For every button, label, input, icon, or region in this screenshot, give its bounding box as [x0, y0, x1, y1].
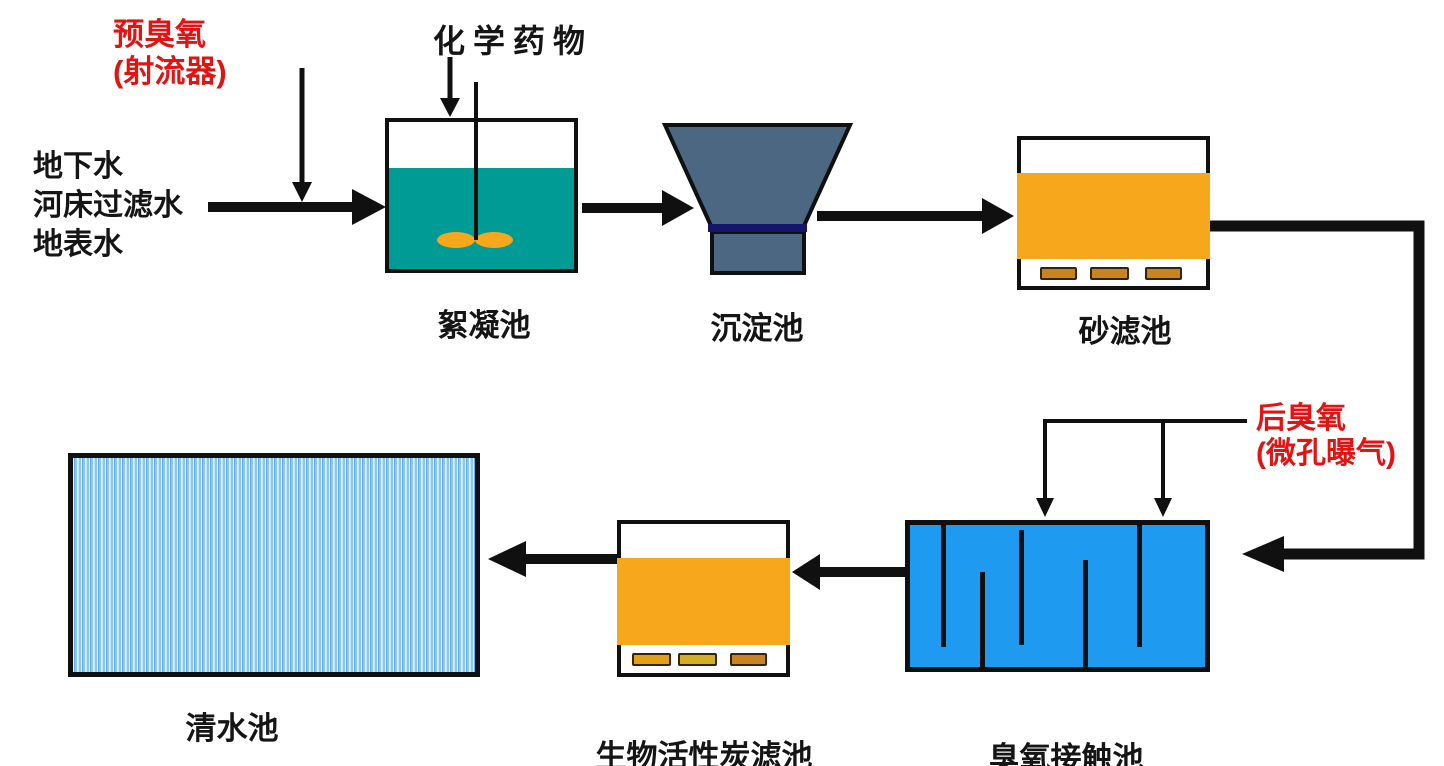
pre-ozone-arrow — [292, 68, 312, 202]
ozone-baffle — [1137, 525, 1142, 647]
bac-filter-label: 生物活性炭滤池 — [595, 739, 813, 766]
filter-nozzle — [1090, 267, 1129, 280]
sedimentation-tank — [661, 123, 854, 275]
filter-nozzle — [730, 653, 767, 666]
sand-to-ozone-elbow-arrow — [1210, 220, 1425, 572]
sand-media — [1017, 173, 1210, 259]
flocculation-tank — [385, 118, 578, 273]
post-ozone-label: 后臭氧 (微孔曝气) — [1256, 401, 1396, 471]
filter-nozzle — [632, 653, 671, 666]
bac-to-clear-arrow — [488, 541, 617, 577]
ozone-to-bac-arrow — [792, 554, 905, 590]
bac-media — [617, 558, 790, 645]
ozone-contact-tank — [905, 520, 1210, 672]
sed-to-sand-arrow — [817, 198, 1014, 234]
ozone-baffle — [1019, 530, 1024, 645]
pre-ozone-line2: (射流器) — [113, 54, 227, 89]
chemical-label: 化学药物 — [433, 23, 594, 59]
inlet-arrow — [208, 189, 386, 225]
ozone-baffle — [980, 572, 985, 667]
clear-water-label: 清水池 — [185, 711, 279, 746]
pre-ozone-label: 预臭氧 (射流器) — [113, 16, 227, 90]
mixer-impeller-right — [475, 232, 513, 248]
sand-filter-tank — [1017, 136, 1210, 290]
ozone-contact-label: 臭氧接触池 — [988, 741, 1144, 766]
source-line-3: 地表水 — [33, 228, 123, 261]
sand-filter-label: 砂滤池 — [1078, 314, 1172, 349]
ozone-baffle — [1083, 560, 1088, 667]
filter-nozzle — [678, 653, 717, 666]
post-ozone-line1: 后臭氧 — [1256, 402, 1346, 435]
chemical-arrow — [440, 57, 460, 117]
source-line-1: 地下水 — [33, 150, 123, 183]
sedimentation-band — [708, 224, 807, 232]
post-ozone-line — [1036, 419, 1247, 517]
sedimentation-label: 沉淀池 — [710, 311, 804, 346]
ozone-baffle — [941, 525, 946, 647]
post-ozone-line2: (微孔曝气) — [1256, 437, 1396, 470]
source-water-label: 地下水 河床过滤水 地表水 — [33, 147, 183, 264]
post-ozone-arrow-2 — [1154, 498, 1172, 517]
filter-nozzle — [1040, 267, 1077, 280]
mixer-shaft — [474, 82, 478, 240]
post-ozone-arrow-1 — [1036, 498, 1054, 517]
bac-filter-tank — [617, 520, 790, 677]
flocculation-water — [389, 168, 574, 269]
floc-to-sed-arrow — [582, 190, 694, 226]
filter-nozzle — [1145, 267, 1182, 280]
source-line-2: 河床过滤水 — [33, 189, 183, 222]
mixer-impeller-left — [437, 232, 475, 248]
flocculation-label: 絮凝池 — [437, 308, 531, 343]
clear-water-tank — [68, 453, 480, 677]
pre-ozone-line1: 预臭氧 — [113, 17, 206, 52]
